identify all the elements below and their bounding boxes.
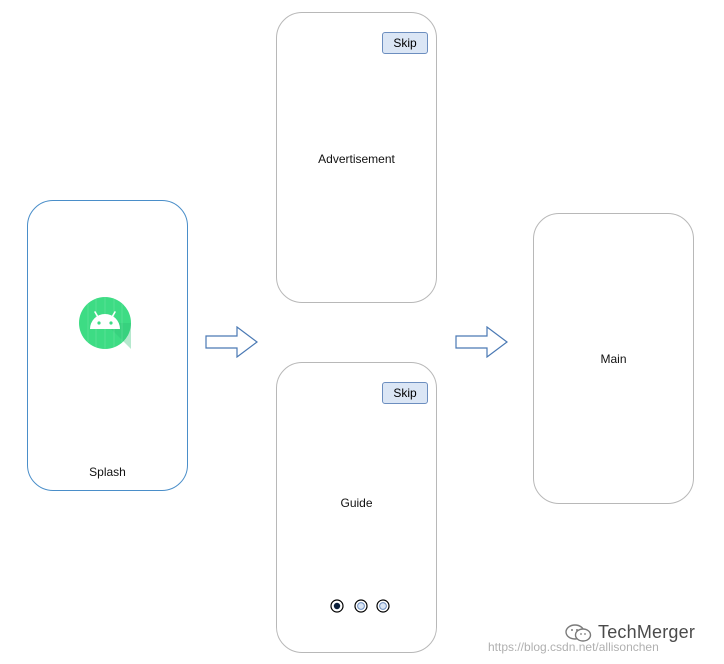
main-label: Main <box>600 352 627 366</box>
watermark: TechMerger https://blog.csdn.net/allison… <box>488 622 720 660</box>
skip-button[interactable]: Skip <box>382 32 428 54</box>
splash-label: Splash <box>89 465 126 479</box>
page-indicator <box>277 599 436 615</box>
skip-button[interactable]: Skip <box>382 382 428 404</box>
right-arrow-icon <box>455 326 508 358</box>
wechat-icon <box>565 624 592 642</box>
android-icon <box>79 297 131 349</box>
guide-label: Guide <box>340 496 373 510</box>
guide-screen: Skip Guide <box>276 362 437 653</box>
advertisement-label: Advertisement <box>318 152 395 166</box>
main-screen: Main <box>533 213 694 504</box>
page-dot[interactable] <box>376 599 390 613</box>
page-dot[interactable] <box>354 599 368 613</box>
watermark-brand: TechMerger <box>598 622 696 642</box>
right-arrow-icon <box>205 326 258 358</box>
advertisement-screen: Skip Advertisement <box>276 12 437 303</box>
watermark-url: https://blog.csdn.net/allisonchen <box>488 640 659 654</box>
page-dot-active[interactable] <box>330 599 344 613</box>
splash-screen: Splash <box>27 200 188 491</box>
